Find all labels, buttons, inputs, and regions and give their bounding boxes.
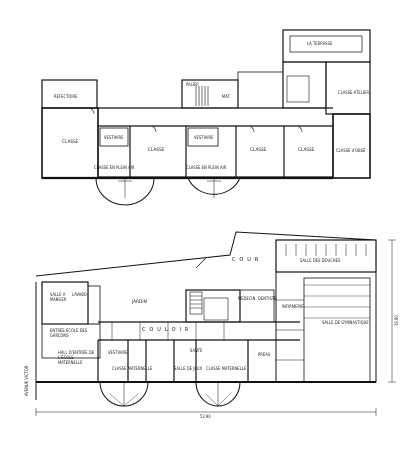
label-la-terrasse: LA TERRASSE [307, 41, 333, 46]
label-classe-c: CLASSE [250, 148, 267, 153]
label-dim-bottom: 53.90 [200, 414, 211, 419]
label-mat: MAT [222, 94, 230, 99]
label-couloir: C O U L O I R [142, 327, 190, 333]
label-hall-entree-maternelle: HALL D'ENTRÉE DE L'ÉCOLE MATERNELLE [58, 350, 95, 365]
label-entree-ecole-garcons: ENTRÉE ÉCOLE DES GARÇONS [50, 328, 88, 338]
label-classe-plein-air-b: CLASSE EN PLEIN AIR [186, 165, 227, 170]
lower-floor-plan [35, 231, 396, 416]
label-cour: C O U R [232, 257, 260, 263]
label-lavabo: LAVABO [72, 292, 87, 297]
label-vestiaire-lower: VESTIAIRE [108, 350, 128, 355]
label-classe-maternelle-b: CLASSE MATERNELLE [206, 366, 247, 371]
label-salle-a-manger: SALLE A MANGER [50, 292, 67, 302]
label-classe-left: CLASSE [62, 140, 79, 145]
label-jardin: JARDIN [132, 300, 147, 305]
label-dentiste: DENTISTE [258, 296, 277, 301]
label-salle-de-gymnastique: SALLE DE GYMNASTIQUE [322, 320, 369, 325]
label-street: AVENUE VICTOR [24, 365, 29, 396]
label-classe-d: CLASSE [298, 148, 315, 153]
label-dim-right: 19.80 [394, 315, 399, 326]
label-sante: SANTÉ [190, 348, 203, 353]
label-classe-atelier: CLASSE-ATELIER [338, 90, 369, 95]
label-refectoire: RÉFECTOIRE [54, 94, 78, 99]
label-classe-plein-air-a: CLASSE EN PLEIN AIR [94, 165, 135, 170]
label-salle-des-douches: SALLE DES DOUCHES [300, 258, 341, 263]
label-classe-surbaissee: CLASSE d'OBSÉ [336, 148, 366, 153]
label-infirmerie: INFIRMERIE [282, 304, 304, 309]
upper-floor-plan [41, 29, 371, 206]
label-classe-maternelle-a: CLASSE MATERNELLE [112, 366, 153, 371]
label-medecin: MÉDECIN [238, 296, 256, 301]
label-vestiaire-b: VESTIAIRE [194, 135, 214, 140]
label-palier: PALIER [186, 82, 199, 87]
label-vestiaire-a: VESTIAIRE [104, 135, 124, 140]
label-preau: PRÉAU [258, 352, 271, 357]
label-salle-de-jeux: SALLE DE JEUX [174, 366, 203, 371]
label-classe-b: CLASSE [148, 148, 165, 153]
